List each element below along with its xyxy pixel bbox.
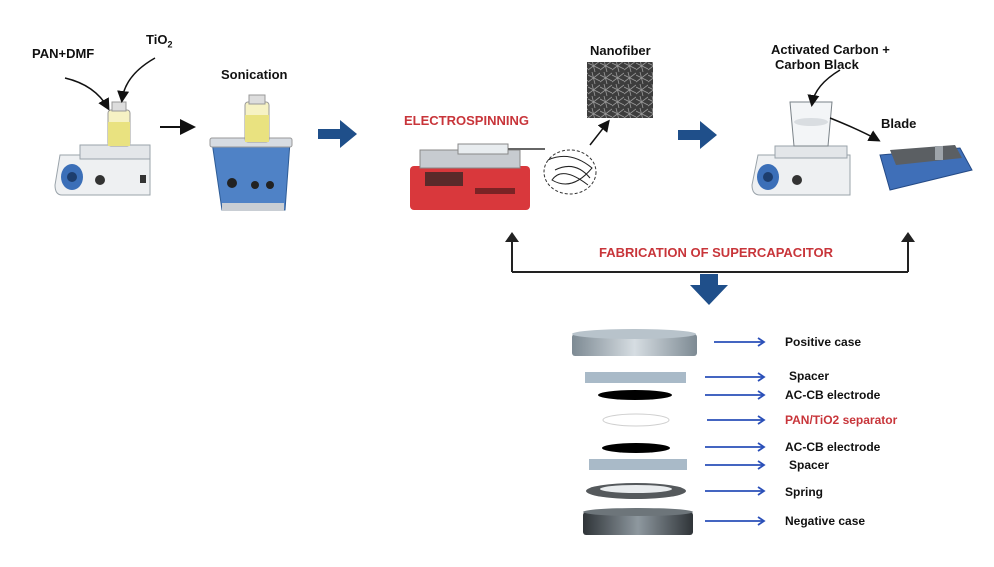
arrow-to-blade [829,117,881,142]
arrow-to-nanofiber [589,119,610,146]
stack-label-electrode-top: AC-CB electrode [785,388,881,402]
electrode-bottom-shape [602,443,670,453]
vial-sonication-icon [244,94,270,143]
spring-shape [586,483,686,499]
stack-arrows [705,337,766,526]
stack-label-spacer-top: Spacer [789,369,830,383]
tio2-base: TiO [146,32,168,47]
stack-label-separator: PAN/TiO2 separator [785,413,898,427]
blade-coater-icon [879,145,973,191]
nanofiber-label: Nanofiber [590,43,651,58]
ultrasonic-bath-icon [209,137,293,211]
sonication-label: Sonication [221,67,288,82]
stack-label-negative-case: Negative case [785,514,866,528]
tio2-subscript: 2 [167,39,173,50]
negative-case-shape [583,508,693,535]
fiber-mesh-icon [543,149,597,195]
hotplate-stirrer-icon [54,144,151,196]
stack-label-electrode-bottom: AC-CB electrode [785,440,881,454]
stack-label-positive-case: Positive case [785,335,862,349]
blade-label: Blade [881,116,917,131]
fabrication-label: FABRICATION OF SUPERCAPACITOR [599,245,834,260]
blue-arrow-to-electrospinning [318,120,357,148]
stack-label-spacer-bottom: Spacer [789,458,830,472]
fabrication-bracket [505,232,915,273]
arrow-tio2 [117,57,156,103]
separator-shape [602,413,670,427]
blue-arrow-down [690,274,728,305]
electrode-top-shape [598,390,672,400]
nanofiber-sem-image [587,62,653,118]
tio2-label: TiO2 [146,32,172,50]
arrow-activated-carbon [807,69,841,107]
arrow-pan-dmf [64,77,110,111]
hotplate-beaker-icon [751,101,851,196]
electrospinning-label: ELECTROSPINNING [404,113,529,128]
pan-dmf-label: PAN+DMF [32,46,95,61]
syringe-pump-icon [410,143,545,210]
spacer-bottom-shape [589,459,687,470]
blue-arrow-to-coating [678,121,717,149]
activated-carbon-label-line2: Carbon Black [775,57,859,72]
stack-label-spring: Spring [785,485,823,499]
positive-case-shape [572,329,697,356]
vial-pan-dmf-icon [107,101,131,147]
spacer-top-shape [585,372,686,383]
activated-carbon-label-line1: Activated Carbon + [771,42,890,57]
